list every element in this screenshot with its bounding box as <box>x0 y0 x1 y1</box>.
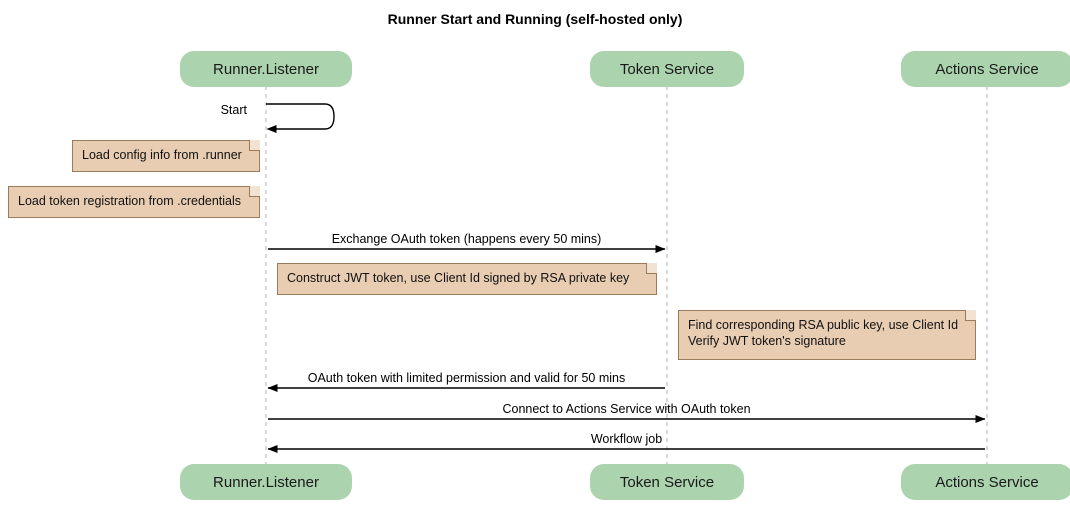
participant-runner-top[interactable]: Runner.Listener <box>180 51 352 87</box>
note-token-reg: Load token registration from .credential… <box>8 186 260 218</box>
participant-token-top[interactable]: Token Service <box>590 51 744 87</box>
participant-actions-top[interactable]: Actions Service <box>901 51 1070 87</box>
note-fold-corner-icon <box>646 263 657 274</box>
message-label-workflow: Workflow job <box>590 432 663 446</box>
note-text: Load config info from .runner <box>82 148 242 162</box>
message-arrow-start <box>266 103 335 133</box>
message-label-start: Start <box>220 103 247 117</box>
participant-label: Runner.Listener <box>213 473 319 491</box>
participant-label: Token Service <box>619 60 715 78</box>
message-label-connect: Connect to Actions Service with OAuth to… <box>502 402 751 416</box>
note-verify: Find corresponding RSA public key, use C… <box>678 310 976 360</box>
page-title: Runner Start and Running (self-hosted on… <box>387 11 683 27</box>
participant-label: Token Service <box>619 473 715 491</box>
note-text: Construct JWT token, use Client Id signe… <box>287 271 630 285</box>
note-fold-corner-icon <box>249 140 260 151</box>
arrows-group <box>266 103 986 453</box>
note-fold-corner-icon <box>249 186 260 197</box>
note-text: Load token registration from .credential… <box>18 194 242 208</box>
participant-token-bottom[interactable]: Token Service <box>590 464 744 500</box>
message-label-exchange: Exchange OAuth token (happens every 50 m… <box>331 232 602 246</box>
note-text: Find corresponding RSA public key, use C… <box>688 318 959 348</box>
participant-label: Runner.Listener <box>213 60 319 78</box>
note-jwt: Construct JWT token, use Client Id signe… <box>277 263 657 295</box>
participant-actions-bottom[interactable]: Actions Service <box>901 464 1070 500</box>
lifelines-group <box>265 86 988 464</box>
participant-label: Actions Service <box>935 473 1039 491</box>
participant-runner-bottom[interactable]: Runner.Listener <box>180 464 352 500</box>
note-fold-corner-icon <box>965 310 976 321</box>
note-config: Load config info from .runner <box>72 140 260 172</box>
participant-label: Actions Service <box>935 60 1039 78</box>
message-label-oauth-return: OAuth token with limited permission and … <box>307 371 626 385</box>
